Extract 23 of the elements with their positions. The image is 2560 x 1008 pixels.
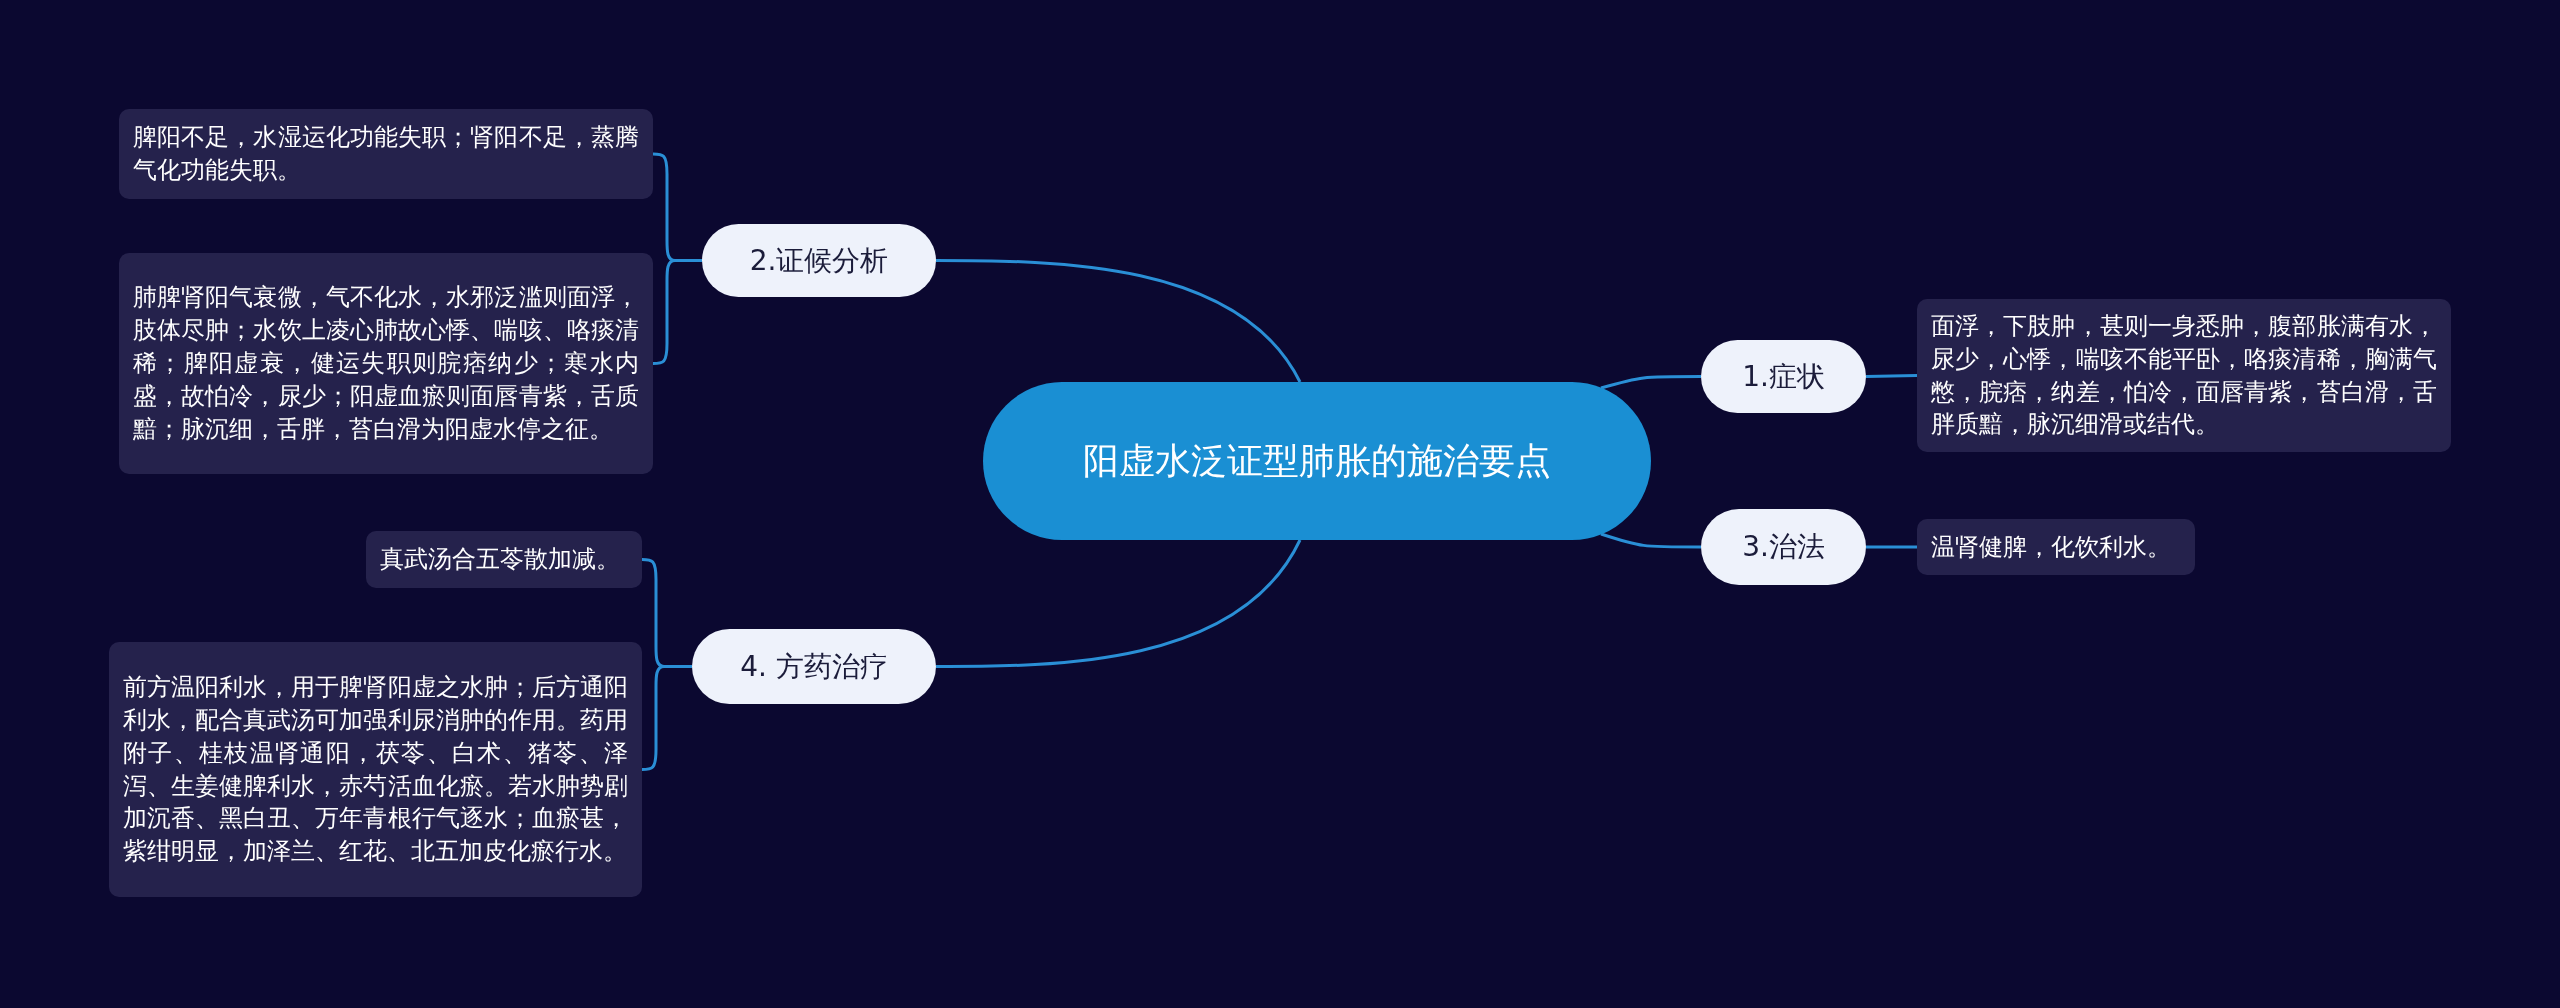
detail-note bbox=[119, 109, 653, 199]
connector-line bbox=[936, 539, 1302, 668]
detail-note bbox=[1917, 299, 2451, 452]
connector-line bbox=[1865, 374, 1918, 378]
node-text: 2.证候分析 bbox=[749, 242, 889, 279]
node-text: 阳虚水泛证型肺胀的施治要点 bbox=[1083, 438, 1551, 483]
connector-line bbox=[1600, 375, 1701, 390]
connector-line bbox=[936, 259, 1302, 383]
connector-line bbox=[1600, 532, 1701, 549]
node-text: 真武汤合五苓散加减。 bbox=[380, 544, 620, 576]
detail-note bbox=[1917, 519, 2195, 575]
node-text: 1.症状 bbox=[1742, 358, 1825, 395]
node-text: 前方温阳利水，用于脾肾阳虚之水肿；后方通阳利水，配合真武汤可加强利尿消肿的作用。药用附子、桂枝温肾通阳，茯苓、白术、猪苓、泽泻、生姜健脾利水，赤芍活血化瘀。若水肿势剧加沉香、黑白丑、万年青根行气逐水；血瘀甚，紫绀明显，加泽兰、红花、北五加皮化瘀行水。 bbox=[123, 671, 628, 868]
detail-note bbox=[366, 531, 642, 588]
connector-line bbox=[1866, 545, 1917, 549]
detail-note bbox=[109, 642, 642, 897]
node-text: 温肾健脾，化饮利水。 bbox=[1931, 531, 2171, 563]
node-text: 脾阳不足，水湿运化功能失职；肾阳不足，蒸腾气化功能失职。 bbox=[133, 122, 639, 186]
node-text: 4. 方药治疗 bbox=[740, 648, 888, 685]
node-text: 面浮，下肢肿，甚则一身悉肿，腹部胀满有水，尿少，心悸，喘咳不能平卧，咯痰清稀，胸满气憋，脘痞，纳差，怕冷，面唇青紫，苔白滑，舌胖质黯，脉沉细滑或结代。 bbox=[1931, 310, 2437, 441]
node-text: 肺脾肾阳气衰微，气不化水，水邪泛滥则面浮，肢体尽肿；水饮上凌心肺故心悸、喘咳、咯痰清稀；脾阳虚衰，健运失职则脘痞纳少；寒水内盛，故怕冷，尿少；阳虚血瘀则面唇青紫，舌质黯；脉沉细，舌胖，苔白滑为阳虚水停之征。 bbox=[133, 282, 639, 445]
detail-note bbox=[119, 253, 653, 474]
node-text: 3.治法 bbox=[1742, 529, 1825, 565]
